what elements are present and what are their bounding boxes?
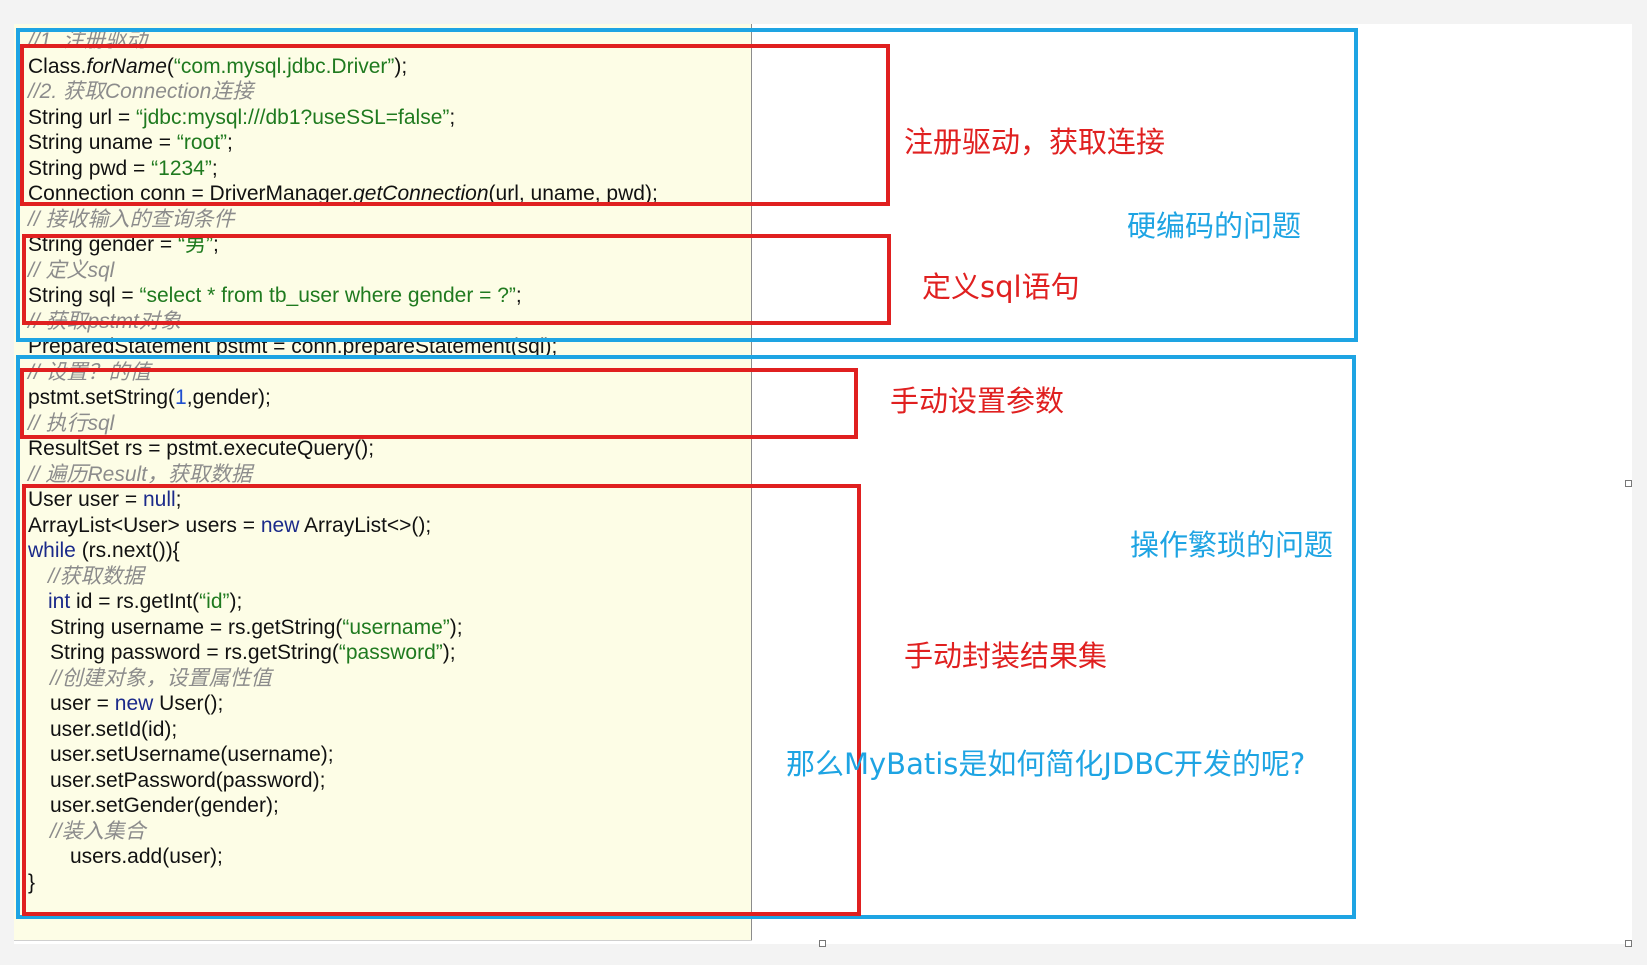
code-line: // 遍历Result，获取数据 <box>28 462 253 486</box>
code-line: } <box>28 870 36 894</box>
hardcode-group-box <box>16 28 1358 342</box>
divider <box>14 940 752 941</box>
code-line: //获取数据 <box>48 564 144 588</box>
code-line: String url = “jdbc:mysql:///db1?useSSL=f… <box>28 105 456 129</box>
define-sql-label: 定义sql语句 <box>922 270 1080 304</box>
code-line: user.setPassword(password); <box>50 768 326 792</box>
code-line: Class.forName(“com.mysql.jdbc.Driver”); <box>28 54 408 78</box>
code-line: String password = rs.getString(“password… <box>50 641 456 664</box>
define-sql-box <box>22 234 891 325</box>
code-line: user.setGender(gender); <box>50 794 279 817</box>
hardcode-problem-label: 硬编码的问题 <box>1127 209 1302 243</box>
code-line: Connection conn = DriverManager.getConne… <box>28 182 658 205</box>
code-line: String username = rs.getString(“username… <box>50 615 463 639</box>
code-line: user.setId(id); <box>50 717 178 741</box>
code-line: while (rs.next()){ <box>28 539 180 562</box>
code-line: //2. 获取Connection连接 <box>28 80 254 103</box>
code-line: User user = null; <box>28 488 182 511</box>
code-line: // 接收输入的查询条件 <box>28 207 235 231</box>
tedious-group-box <box>16 355 1356 919</box>
code-line: String gender = “男”; <box>28 233 219 256</box>
code-line: user.setUsername(username); <box>50 743 334 766</box>
code-line: int id = rs.getInt(“id”); <box>48 590 243 613</box>
code-line: users.add(user); <box>70 845 223 868</box>
code-line: // 设置？的值 <box>28 360 151 384</box>
code-line: String pwd = “1234”; <box>28 156 218 180</box>
resize-handle-bottom[interactable] <box>819 940 826 947</box>
resize-handle-corner[interactable] <box>1625 940 1632 947</box>
set-params-box <box>20 368 858 439</box>
code-line: user = new User(); <box>50 692 224 715</box>
code-line: //装入集合 <box>50 819 146 843</box>
wrap-results-label: 手动封装结果集 <box>904 639 1108 673</box>
code-line: //创建对象，设置属性值 <box>50 666 272 690</box>
register-driver-box <box>20 44 890 206</box>
resize-handle-right[interactable] <box>1625 480 1632 487</box>
wrap-results-box <box>22 484 861 916</box>
set-params-label: 手动设置参数 <box>890 384 1065 418</box>
mybatis-question-label: 那么MyBatis是如何简化JDBC开发的呢? <box>786 747 1306 781</box>
code-line: // 执行sql <box>28 411 115 435</box>
register-driver-label: 注册驱动，获取连接 <box>904 125 1166 159</box>
code-line: String uname = “root”; <box>28 131 233 154</box>
code-line: ArrayList<User> users = new ArrayList<>(… <box>28 513 432 537</box>
tedious-problem-label: 操作繁琐的问题 <box>1130 528 1334 562</box>
code-line: String sql = “select * from tb_user wher… <box>28 284 522 307</box>
code-line: ResultSet rs = pstmt.executeQuery(); <box>28 437 375 460</box>
code-line: // 定义sql <box>28 258 115 282</box>
code-line: pstmt.setString(1,gender); <box>28 386 271 409</box>
